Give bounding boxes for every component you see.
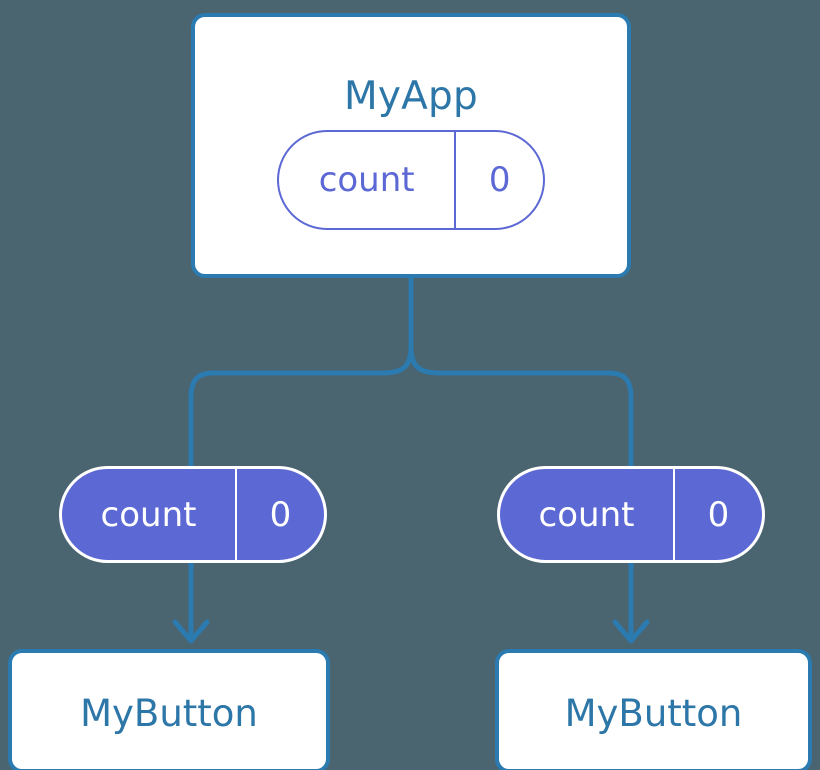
prop-value-label: 0 (235, 469, 324, 560)
state-key-label: count (318, 160, 415, 200)
component-box-mybutton-left[interactable]: MyButton (8, 649, 330, 770)
state-pill-myapp[interactable]: count 0 (277, 130, 545, 230)
arrowhead-right (612, 619, 650, 644)
component-name-mybutton: MyButton (80, 692, 258, 735)
prop-key-label: count (100, 494, 197, 535)
arrowhead-left (172, 619, 210, 644)
prop-key-label: count (538, 494, 635, 535)
edge-trunk-fork-right (408, 344, 634, 469)
component-name-mybutton: MyButton (564, 692, 743, 735)
prop-pill-left[interactable]: count 0 (59, 466, 327, 563)
prop-pill-right[interactable]: count 0 (497, 466, 765, 563)
component-box-myapp[interactable]: MyApp (191, 13, 631, 278)
component-name-myapp: MyApp (344, 74, 478, 119)
edge-trunk-fork (188, 275, 414, 469)
prop-value-label: 0 (673, 469, 762, 560)
component-box-mybutton-right[interactable]: MyButton (495, 649, 812, 770)
state-value-label: 0 (454, 132, 543, 228)
